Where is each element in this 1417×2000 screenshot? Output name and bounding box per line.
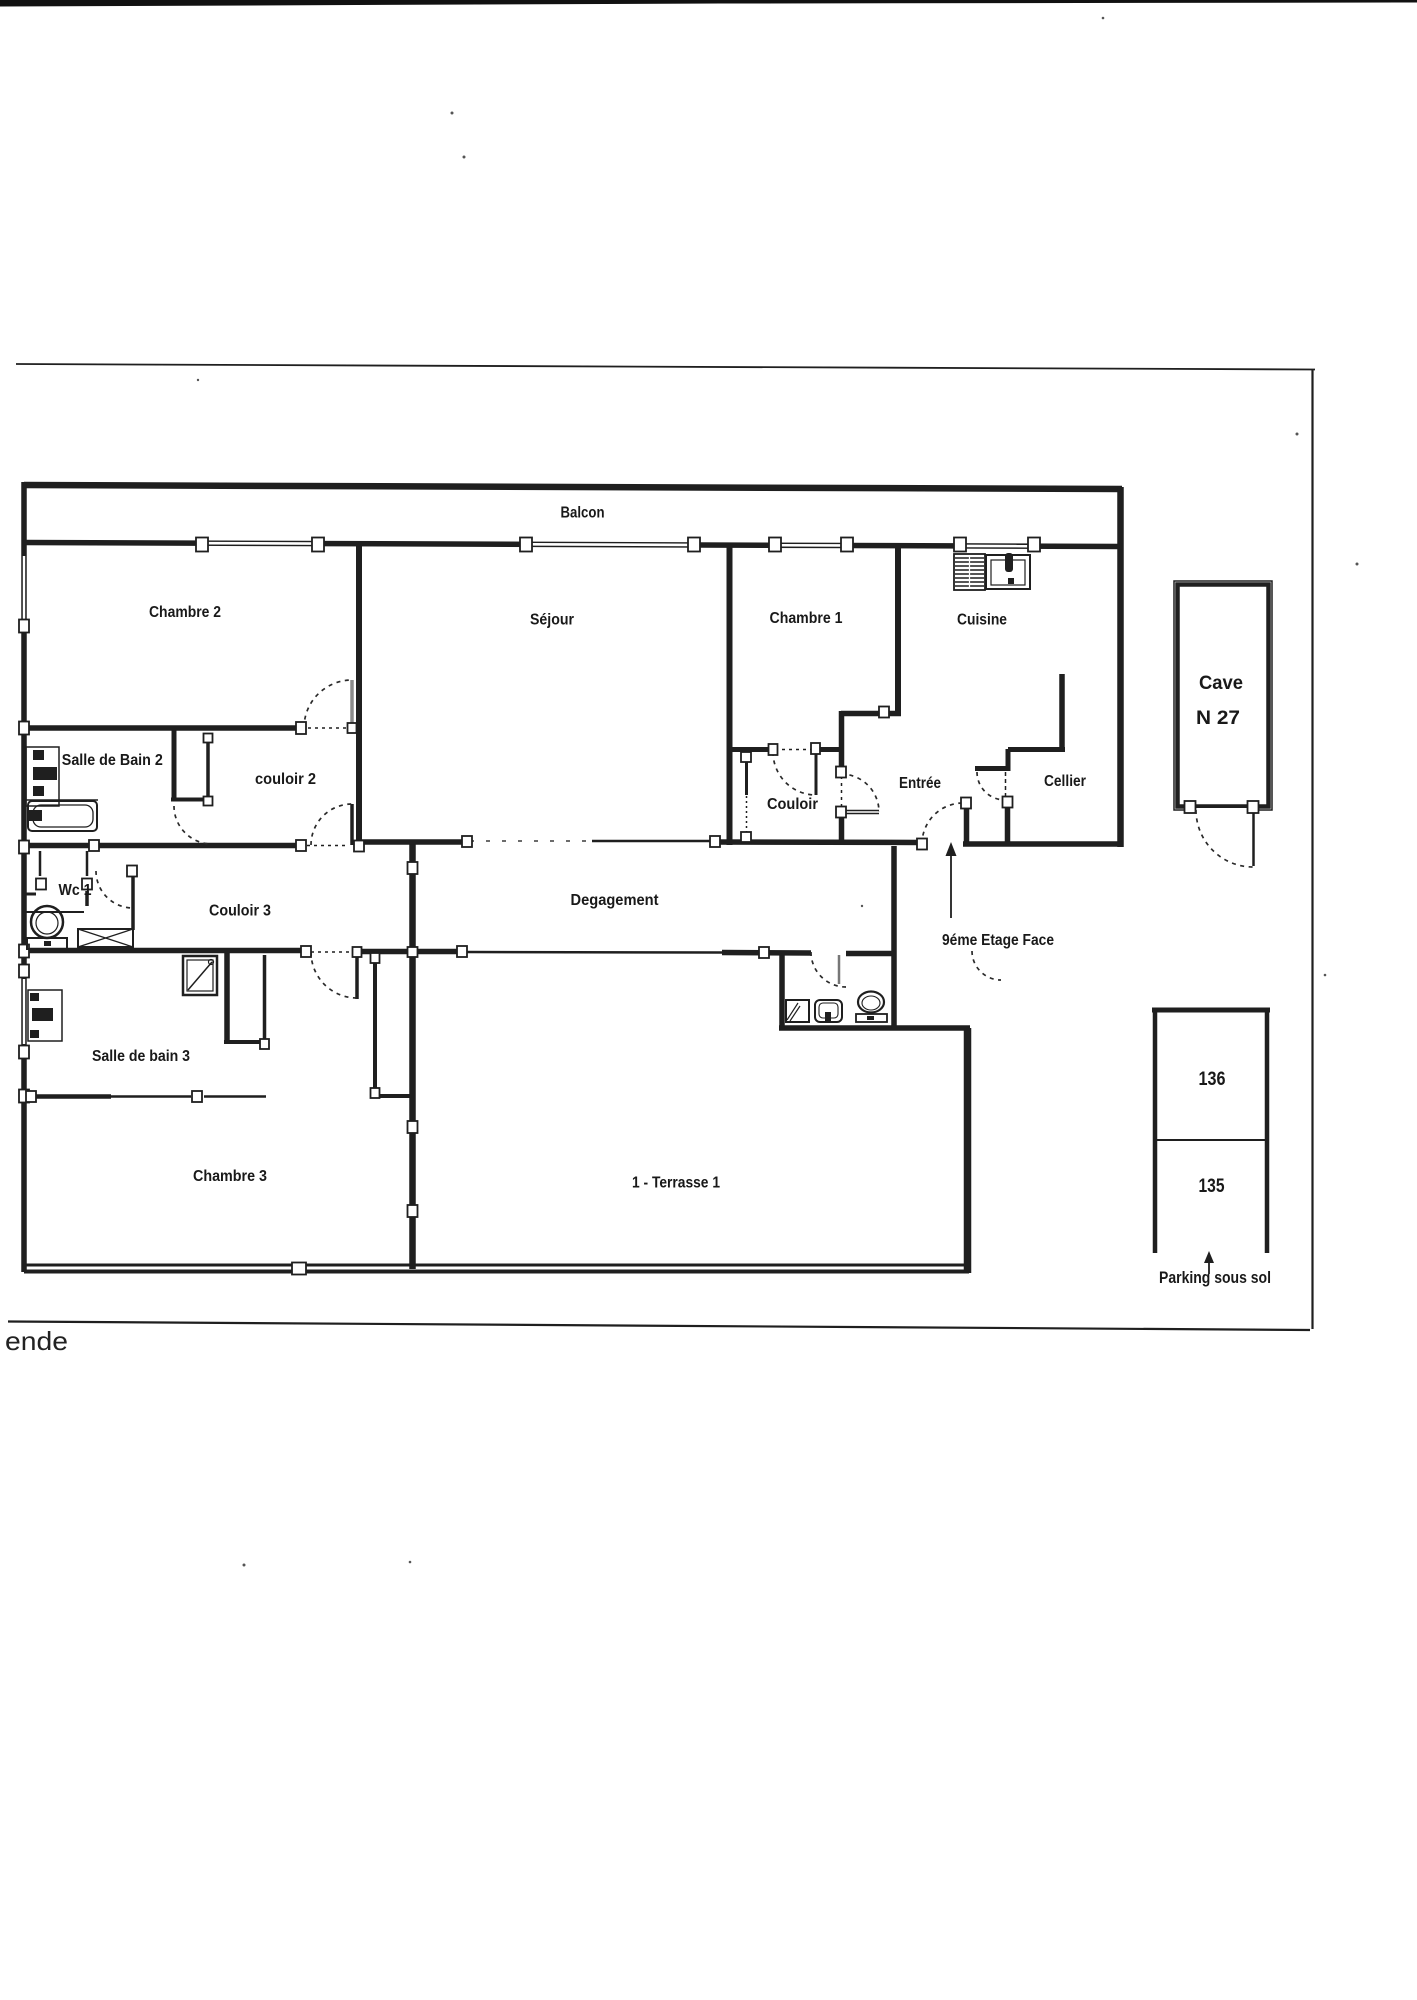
svg-text:136: 136 xyxy=(1199,1069,1226,1090)
svg-text:Wc 1: Wc 1 xyxy=(59,882,92,899)
svg-text:Couloir 3: Couloir 3 xyxy=(209,903,271,920)
svg-text:Couloir: Couloir xyxy=(767,796,818,813)
svg-text:Degagement: Degagement xyxy=(571,892,660,909)
svg-text:Chambre 2: Chambre 2 xyxy=(149,604,221,621)
svg-text:Chambre 1: Chambre 1 xyxy=(770,610,843,627)
svg-text:Cave: Cave xyxy=(1199,673,1243,694)
svg-text:Cellier: Cellier xyxy=(1044,773,1086,790)
svg-text:Salle de Bain 2: Salle de Bain 2 xyxy=(62,752,163,769)
svg-text:ende: ende xyxy=(5,1326,68,1356)
svg-text:Cuisine: Cuisine xyxy=(957,612,1007,629)
svg-text:Salle de bain 3: Salle de bain 3 xyxy=(92,1048,190,1065)
svg-text:Balcon: Balcon xyxy=(561,505,605,522)
svg-text:1 - Terrasse 1: 1 - Terrasse 1 xyxy=(632,1175,720,1192)
svg-text:couloir 2: couloir 2 xyxy=(255,771,316,788)
svg-text:Parking sous sol: Parking sous sol xyxy=(1159,1268,1271,1287)
svg-text:Entrée: Entrée xyxy=(899,775,941,792)
svg-text:135: 135 xyxy=(1199,1176,1225,1197)
svg-text:Chambre 3: Chambre 3 xyxy=(193,1168,267,1185)
svg-text:N 27: N 27 xyxy=(1196,708,1240,729)
svg-text:Séjour: Séjour xyxy=(530,612,574,629)
svg-text:9éme Etage Face: 9éme Etage Face xyxy=(942,932,1054,949)
